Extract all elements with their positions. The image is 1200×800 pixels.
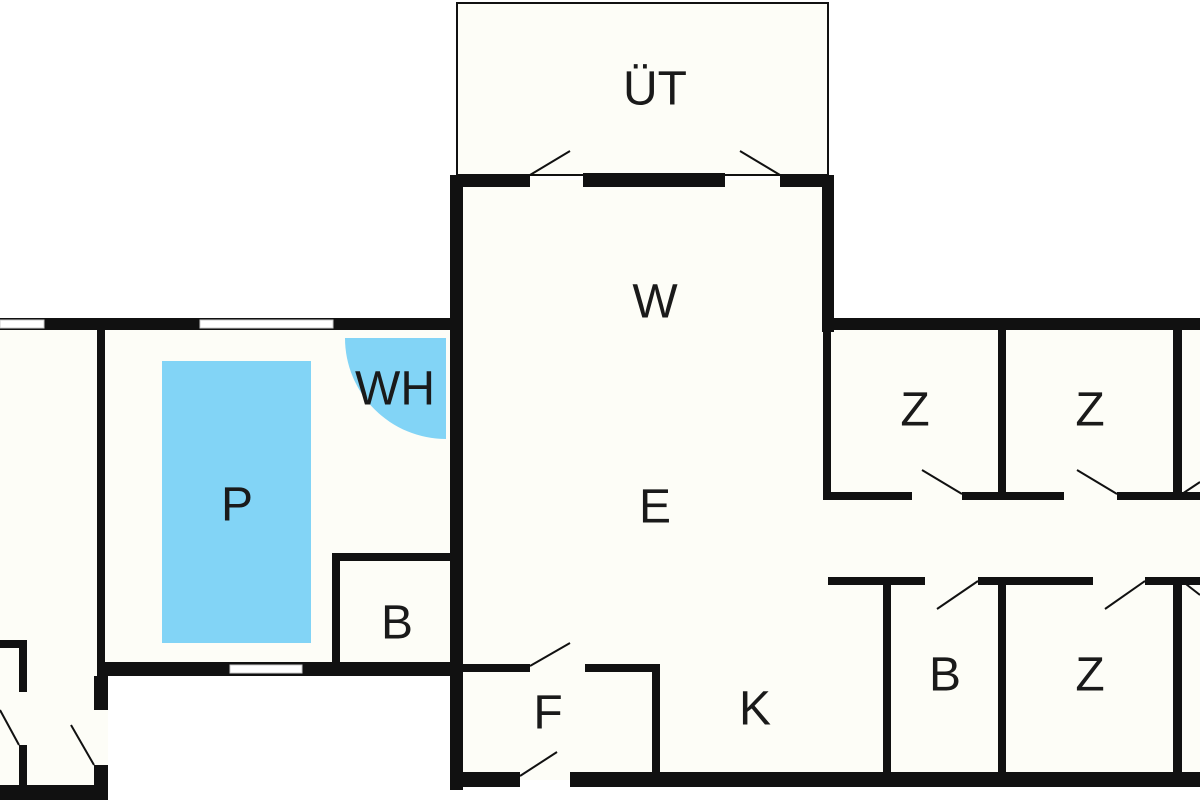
walls [0, 173, 1200, 800]
room-label-living: W [632, 276, 678, 329]
room-label-terrace: ÜT [623, 63, 687, 116]
room-label-bedroom-2: Z [1075, 384, 1104, 437]
whirlpool [345, 338, 446, 439]
room-label-whirlpool: WH [355, 363, 435, 416]
room-label-pool: P [221, 479, 253, 532]
door-swings [0, 150, 1200, 777]
pool [162, 361, 311, 643]
room-label-hallway: F [533, 687, 562, 740]
room-label-bedroom-1: Z [900, 384, 929, 437]
room-label-bedroom-3: Z [1075, 649, 1104, 702]
room-label-kitchen: K [739, 683, 771, 736]
room-label-dining: E [639, 481, 671, 534]
room-label-bath-left: B [381, 597, 413, 650]
room-label-bath-right: B [929, 649, 961, 702]
room-labels: ÜT W E K F P WH B Z Z B Z [221, 63, 1105, 740]
